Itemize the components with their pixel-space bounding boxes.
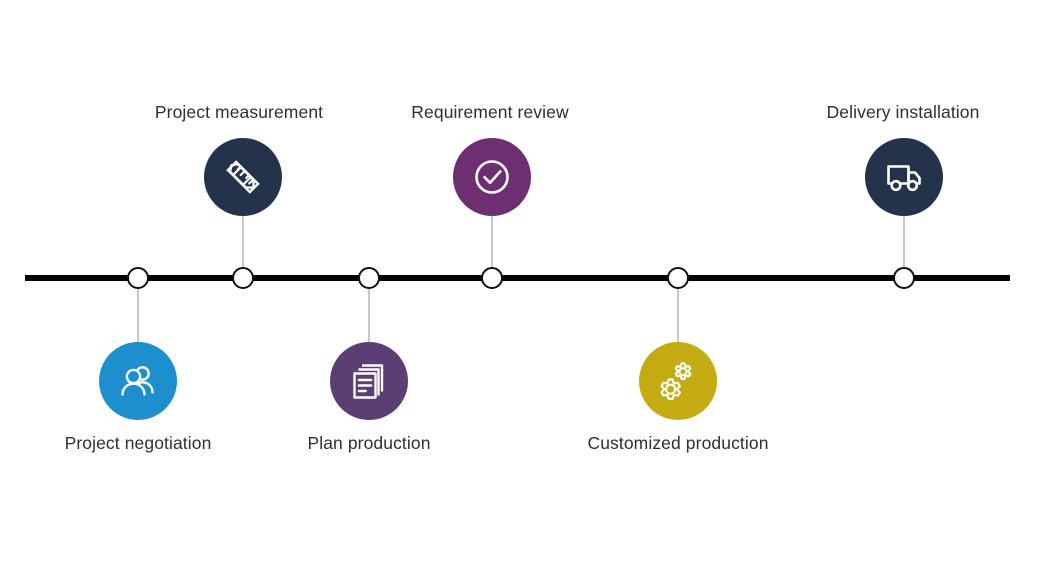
connector-line-step-5 [677, 283, 679, 345]
truck-icon [882, 155, 926, 199]
check-circle-icon [469, 154, 515, 200]
two-users-icon [116, 359, 160, 403]
step-label-project-negotiation: Project negotiation [64, 433, 212, 453]
documents-icon [348, 360, 390, 402]
connector-line-step-2 [242, 216, 244, 274]
connector-line-step-3 [368, 283, 370, 345]
gears-icon [654, 357, 702, 405]
timeline-node-4[interactable] [481, 267, 503, 289]
step-icon-bubble-requirement-review[interactable] [453, 138, 531, 216]
connector-line-step-6 [903, 216, 905, 274]
step-label-project-measurement: Project measurement [154, 102, 324, 122]
timeline-node-3[interactable] [358, 267, 380, 289]
step-label-delivery-installation: Delivery installation [826, 102, 980, 122]
step-icon-bubble-customized-production[interactable] [639, 342, 717, 420]
timeline-node-6[interactable] [893, 267, 915, 289]
timeline-node-1[interactable] [127, 267, 149, 289]
step-icon-bubble-plan-production[interactable] [330, 342, 408, 420]
step-icon-bubble-project-negotiation[interactable] [99, 342, 177, 420]
step-label-requirement-review: Requirement review [411, 102, 569, 122]
step-icon-bubble-delivery-installation[interactable] [865, 138, 943, 216]
ruler-pencil-icon [221, 155, 265, 199]
timeline-axis [25, 275, 1010, 281]
timeline-node-2[interactable] [232, 267, 254, 289]
step-label-customized-production: Customized production [587, 433, 769, 453]
connector-line-step-4 [491, 216, 493, 274]
step-icon-bubble-project-measurement[interactable] [204, 138, 282, 216]
connector-line-step-1 [137, 283, 139, 345]
timeline-node-5[interactable] [667, 267, 689, 289]
step-label-plan-production: Plan production [307, 433, 431, 453]
